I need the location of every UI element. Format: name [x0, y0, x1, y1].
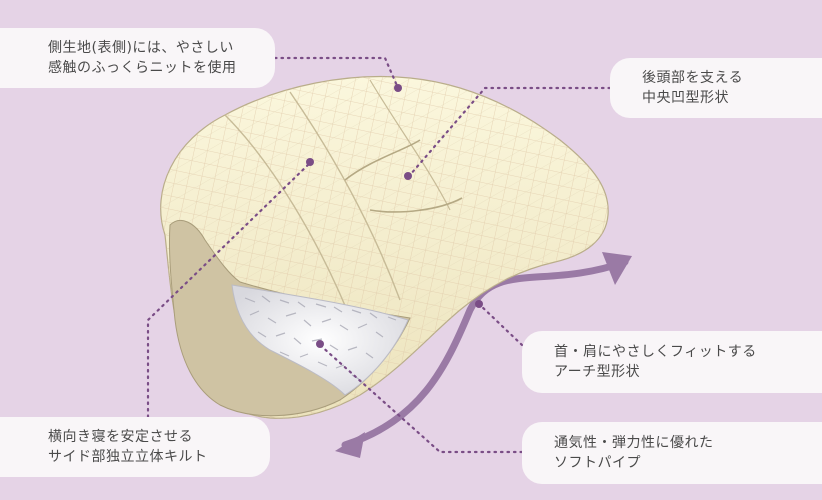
callout-arch-shape-line1: 首・肩にやさしくフィットする: [554, 344, 757, 360]
leader-pipe: [318, 343, 524, 454]
callout-side-quilt-line2: サイド部独立立体キルト: [48, 449, 208, 465]
marker-fabric: [394, 84, 402, 92]
center-concave: [344, 139, 421, 181]
arch-arrow-head-bottom: [335, 432, 365, 458]
callout-side-quilt: 横向き寝を安定させる サイド部独立立体キルト: [0, 417, 270, 477]
leader-fabric: [273, 56, 400, 90]
leader-side: [146, 161, 312, 419]
marker-side: [306, 158, 314, 166]
callout-center-concave-line1: 後頭部を支える: [642, 70, 744, 86]
callout-side-quilt-line1: 横向き寝を安定させる: [48, 429, 193, 445]
callout-arch-shape: 首・肩にやさしくフィットする アーチ型形状: [522, 331, 822, 393]
marker-center: [404, 172, 412, 180]
marker-pipe: [316, 340, 324, 348]
callout-side-fabric-line1: 側生地(表側)には、やさしい: [48, 40, 234, 56]
callout-side-fabric-line2: 感触のふっくらニットを使用: [48, 60, 237, 76]
callout-soft-pipe-line1: 通気性・弾力性に優れた: [554, 435, 714, 451]
callout-soft-pipe-line2: ソフトパイプ: [554, 455, 641, 471]
callout-arch-shape-line2: アーチ型形状: [554, 364, 641, 380]
arch-arrow: [341, 258, 629, 449]
marker-arch: [475, 300, 483, 308]
callout-side-fabric: 側生地(表側)には、やさしい 感触のふっくらニットを使用: [0, 28, 275, 88]
arch-arrow-head-top: [602, 252, 632, 285]
callout-center-concave-line2: 中央凹型形状: [642, 90, 729, 106]
callout-center-concave: 後頭部を支える 中央凹型形状: [610, 58, 822, 118]
leader-arch: [478, 303, 524, 347]
leader-center: [408, 86, 612, 177]
callout-soft-pipe: 通気性・弾力性に優れた ソフトパイプ: [522, 422, 822, 484]
